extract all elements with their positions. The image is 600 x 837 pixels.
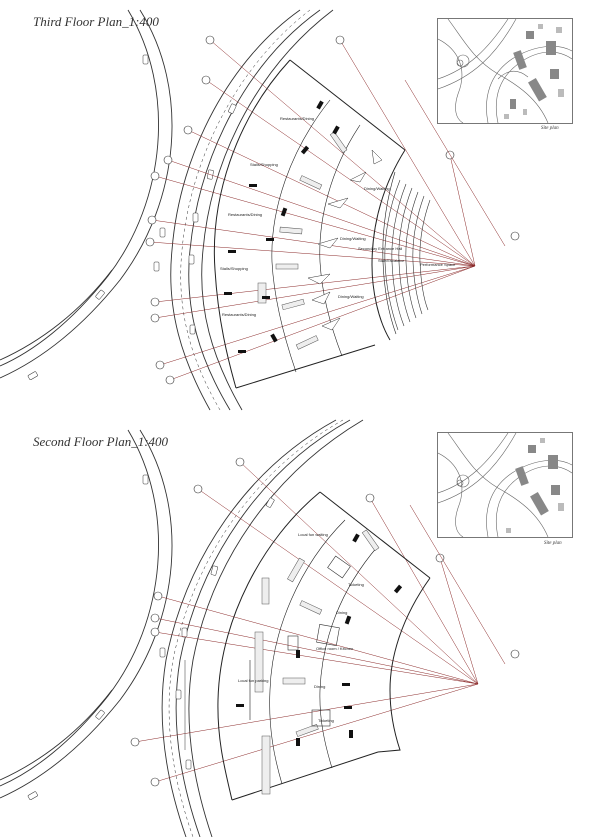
highway-lanes	[0, 419, 364, 837]
third-floor-title: Third Floor Plan_1:400	[33, 14, 159, 29]
room-label: Stalls/Shopping	[250, 162, 278, 167]
skylights	[307, 149, 383, 331]
room-label: Restaurants/Dining	[222, 312, 256, 317]
third-floor-site-plan	[437, 18, 573, 124]
highway-lanes	[0, 9, 334, 411]
room-label: Restaurants/Dining	[280, 116, 314, 121]
second-floor-site-plan	[437, 432, 573, 538]
escalators	[254, 529, 380, 795]
room-label: Dining	[314, 684, 325, 689]
building-outline	[213, 59, 406, 389]
room-label: Local fun waiting	[298, 532, 328, 537]
room-label: Stalls/Shopping	[220, 266, 248, 271]
wall-segments	[236, 533, 403, 746]
overall-dimension	[404, 79, 506, 247]
grid-lines	[134, 461, 479, 783]
room-label: Local fun parking	[238, 678, 268, 683]
room-label: Performance Space	[420, 262, 456, 267]
escalators	[257, 131, 348, 350]
room-label: Ticketing	[348, 582, 364, 587]
seating-tiers	[384, 179, 431, 331]
second-floor-site-caption: Site plan	[544, 541, 562, 546]
grid-lines	[149, 39, 476, 381]
room-label: Ticketing	[318, 718, 334, 723]
room-label: Stair/Escalator	[378, 258, 405, 263]
cars	[27, 474, 275, 800]
rooms-cores	[287, 555, 351, 727]
site-plan-drawing	[438, 19, 572, 123]
second-floor-plan: Local fun waiting Ticketing Dining Offic…	[0, 419, 520, 837]
room-label: Dining	[336, 610, 347, 615]
second-floor-title: Second Floor Plan_1:400	[33, 434, 169, 449]
cars	[27, 54, 237, 380]
site-plan-drawing	[438, 433, 572, 537]
grid-bubbles	[145, 35, 520, 385]
grid-bubbles	[130, 457, 520, 787]
room-label: Dining/Waiting	[340, 236, 366, 241]
third-floor-plan: Restaurants/Dining Stalls/Shopping Resta…	[0, 9, 520, 411]
wall-segments	[224, 100, 340, 353]
building-outline	[217, 491, 431, 801]
overall-dimension	[409, 504, 506, 665]
room-label: Secondary Entrance Hall	[358, 246, 402, 251]
room-label: Office room / Kitchen	[316, 646, 353, 651]
room-label: Restaurants/Dining	[228, 212, 262, 217]
third-floor-site-caption: Site plan	[541, 126, 559, 131]
room-label: Dining/Waiting	[364, 186, 390, 191]
room-label: Dining/Waiting	[338, 294, 364, 299]
